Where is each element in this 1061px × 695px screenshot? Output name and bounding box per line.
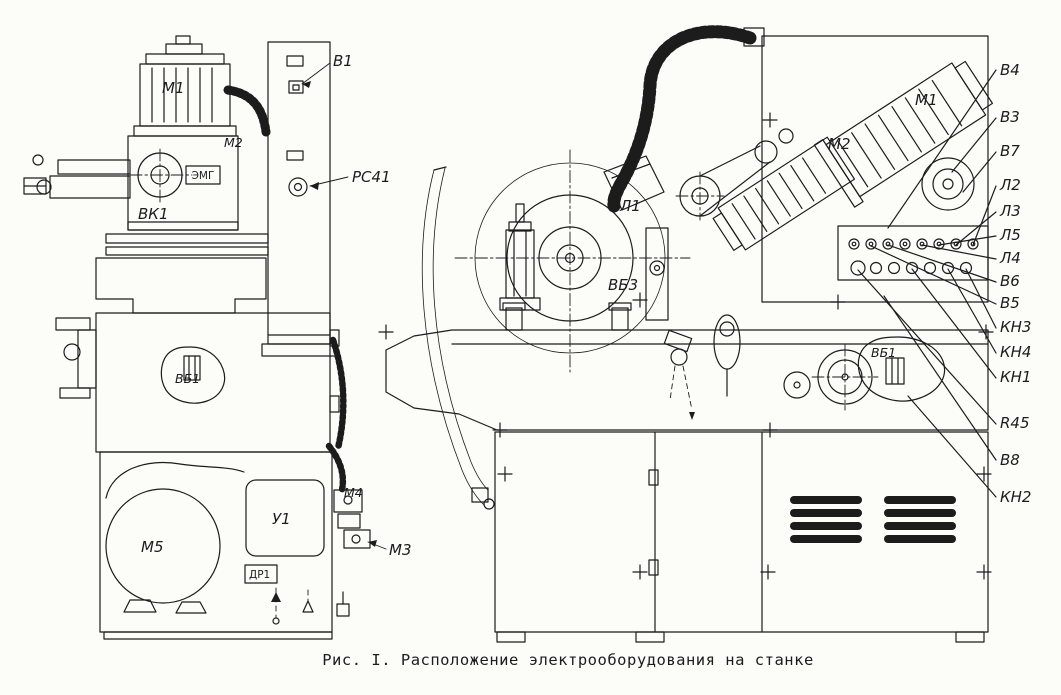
motor-m1-right	[813, 60, 994, 208]
conduit-motor-to-column	[223, 85, 271, 137]
callout-v8: В8	[1000, 451, 1020, 469]
callout-v6: В6	[1000, 272, 1020, 290]
label-emg: ЭМГ	[192, 170, 215, 182]
label-m1-left: М1	[162, 79, 185, 97]
bottom-symbols	[271, 587, 350, 625]
motor-m1-endbell	[921, 157, 975, 211]
base-cabinet-left	[99, 451, 333, 640]
reference-crosses	[378, 112, 994, 580]
dr1-box	[244, 564, 278, 584]
guard-arc	[421, 166, 495, 510]
callout-v4: В4	[1000, 61, 1020, 79]
motor-m1-left	[133, 35, 237, 137]
callout-l3: Л3	[999, 202, 1021, 220]
upper-housing	[761, 35, 989, 303]
label-rs41: РС41	[352, 168, 391, 186]
callout-v3: В3	[1000, 108, 1020, 126]
callout-l5: Л5	[999, 226, 1021, 244]
callout-kn2: КН2	[1000, 488, 1031, 506]
label-m1-right: М1	[915, 91, 938, 109]
label-l1: Л1	[619, 197, 641, 215]
callout-kn1: КН1	[1000, 368, 1031, 386]
callout-v5: В5	[1000, 294, 1020, 312]
grinding-head	[127, 135, 239, 231]
m3-device	[343, 529, 371, 549]
belt-drive	[675, 128, 794, 221]
grinding-wheel	[454, 149, 691, 373]
rs41-target	[288, 177, 308, 197]
label-vk1: ВК1	[138, 205, 168, 223]
label-vb1-right: ВБ1	[871, 345, 896, 360]
callout-leader-lines	[857, 69, 997, 498]
motor-m2-right	[712, 136, 856, 251]
label-vb3: ВБ3	[608, 276, 638, 294]
callout-kn3: КН3	[1000, 318, 1031, 336]
column	[261, 41, 337, 357]
right-view: М2 М1 Л1 ВБ3 ВБ1 В4 В3 В7 Л2 Л3 Л5 Л4 В6…	[378, 25, 1031, 643]
vent-louvres-right	[884, 496, 956, 543]
bed-dials	[783, 343, 879, 411]
label-u1: У1	[272, 510, 291, 528]
callout-v7: В7	[1000, 142, 1020, 160]
bed	[385, 302, 989, 431]
spindle-assembly	[23, 154, 131, 199]
emg-plate	[185, 165, 221, 185]
knee-table	[95, 233, 269, 314]
conduit-side-strip	[329, 336, 347, 452]
callout-labels-column: В4 В3 В7 Л2 Л3 Л5 Л4 В6 В5 КН3 КН4 КН1 R…	[999, 61, 1031, 506]
left-view: М1 М2 ВК1 ЭМГ В1 РС41 ВБ1 М5 У1 М4 М3 ДР…	[23, 35, 412, 640]
label-vb1-left: ВБ1	[175, 371, 200, 386]
lamp-head	[603, 155, 665, 211]
label-m3: М3	[389, 541, 412, 559]
switch-v1-target	[288, 80, 304, 94]
vb3-target	[649, 260, 665, 276]
dresser-cylinder	[499, 203, 541, 311]
base-cabinet-right	[494, 431, 989, 643]
vb3-post	[645, 227, 669, 321]
label-dr1: ДР1	[249, 569, 270, 581]
lamp-conduit	[603, 25, 765, 213]
callout-l4: Л4	[999, 249, 1021, 267]
right-view-labels: М2 М1 Л1 ВБ3 ВБ1	[608, 91, 938, 360]
u1-unit	[245, 479, 325, 557]
lever-valve	[663, 314, 741, 420]
callout-kn4: КН4	[1000, 343, 1031, 361]
label-m5: М5	[141, 538, 164, 556]
vent-louvres-left	[790, 496, 862, 543]
m4-device	[325, 442, 363, 529]
label-m4: М4	[344, 485, 363, 500]
vb1-left-blob	[160, 346, 226, 404]
label-m2-left: М2	[224, 135, 243, 150]
figure-caption: Рис. I. Расположение электрооборудования…	[322, 651, 814, 669]
left-view-labels: М1 М2 ВК1 ЭМГ В1 РС41 ВБ1 М5 У1 М4 М3 ДР…	[138, 52, 412, 581]
motor-m5-body	[105, 488, 221, 604]
label-m2-right: М2	[828, 135, 851, 153]
callout-r45: R45	[1000, 414, 1030, 432]
label-v1: В1	[333, 52, 353, 70]
callout-l2: Л2	[999, 176, 1021, 194]
callout-arrows-left	[301, 62, 387, 550]
